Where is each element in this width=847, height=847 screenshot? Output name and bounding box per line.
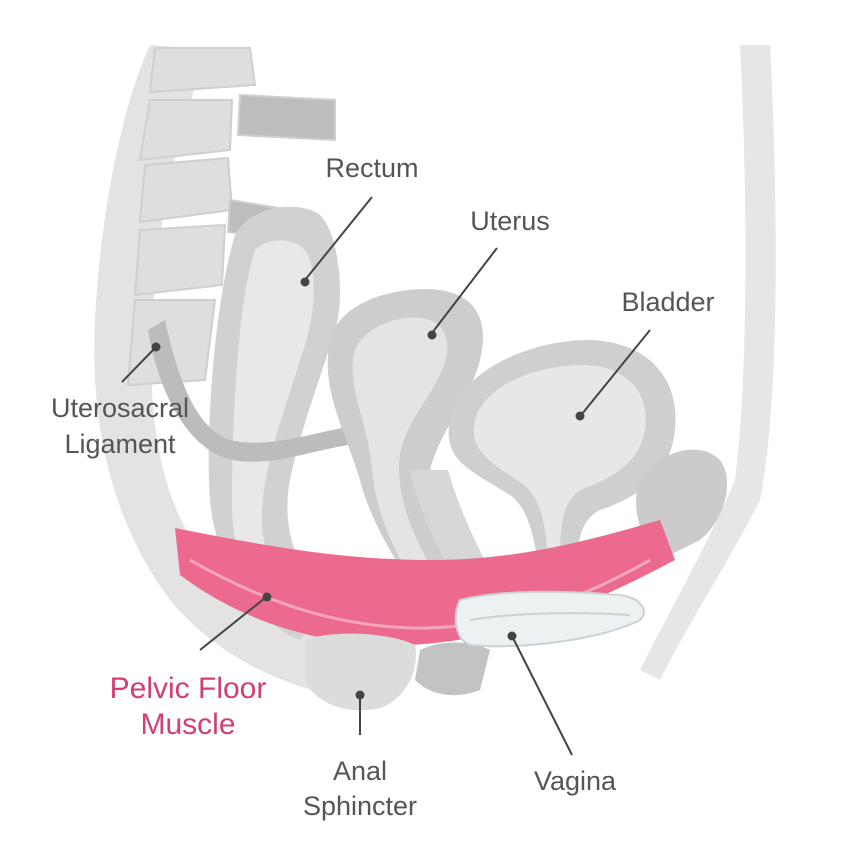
label-anal-line1: Anal xyxy=(332,756,388,786)
leader-lines xyxy=(121,196,651,756)
label-uterosacral-line2: Ligament xyxy=(64,429,176,459)
label-pelvic-floor-line1: Pelvic Floor xyxy=(109,672,267,705)
label-uterus: Uterus xyxy=(470,206,550,236)
vulva-outline xyxy=(454,590,645,648)
label-pelvic-floor-line2: Muscle xyxy=(140,708,236,741)
pelvic-outline xyxy=(94,45,380,700)
abdominal-wall xyxy=(640,45,776,680)
anal-sphincter-shape xyxy=(305,633,416,711)
uterus-cavity xyxy=(352,317,448,575)
rectum-inner xyxy=(232,240,314,620)
label-uterosacral-line1: Uterosacral xyxy=(50,393,190,423)
label-vagina: Vagina xyxy=(533,766,617,796)
bladder-inner xyxy=(473,365,646,558)
label-anal-line2: Sphincter xyxy=(302,791,418,821)
label-bladder: Bladder xyxy=(621,287,715,317)
perineum xyxy=(415,642,490,696)
label-rectum: Rectum xyxy=(325,153,419,183)
